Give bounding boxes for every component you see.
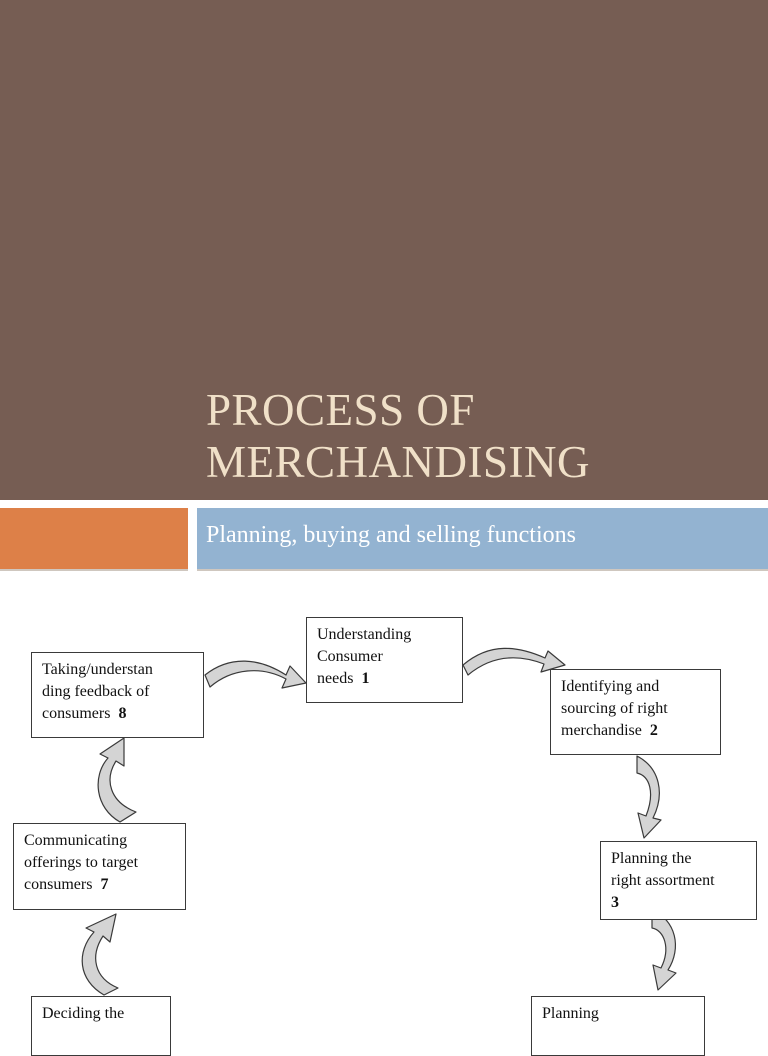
slide-title: PROCESS OF MERCHANDISING [206,384,766,488]
step-1-line-2: Consumer [317,648,383,665]
step-2-line-3: merchandise [561,722,642,739]
step-7-line-2: offerings to target [24,854,139,871]
arrow-2-to-3 [636,755,662,839]
step-8-line-3: consumers [42,705,111,722]
subtitle-bar: Planning, buying and selling functions [197,508,768,571]
step-2-line-2: sourcing of right [561,700,668,717]
title-line-1: PROCESS OF [206,385,475,435]
step-3-number: 3 [611,894,619,911]
step-8-line-1: Taking/understan [42,661,153,678]
step-1-line-1: Understanding [317,626,412,643]
slide-subtitle: Planning, buying and selling functions [206,522,576,548]
title-band: PROCESS OF MERCHANDISING [0,0,768,500]
step-7-number: 7 [100,876,109,893]
step-2-line-1: Identifying and [561,678,660,695]
step-7-line-3: consumers [24,876,93,893]
accent-bar-orange [0,508,188,571]
step-box-8: Taking/understan ding feedback of consum… [31,652,204,738]
arrow-8-to-1 [204,660,307,689]
step-box-2: Identifying and sourcing of right mercha… [550,669,721,755]
step-1-number: 1 [361,670,370,687]
merchandising-cycle-diagram: Understanding Consumer needs 1 Identifyin… [0,580,768,1056]
step-1-line-3: needs [317,670,354,687]
step-8-line-2: ding feedback of [42,683,150,700]
step-8-number: 8 [118,705,127,722]
arrow-3-to-4 [651,909,677,991]
step-2-number: 2 [649,722,658,739]
arrow-1-to-2 [462,647,566,676]
step-5-line-1: Deciding the [42,1005,125,1022]
arrow-5-to-7 [81,913,119,996]
arrow-7-to-8 [97,737,137,823]
step-3-line-2: right assortment [611,872,715,889]
step-box-3: Planning the right assortment 3 [600,841,757,920]
step-box-5: Deciding the [31,996,171,1056]
step-box-7: Communicating offerings to target consum… [13,823,186,910]
cycle-arrows [81,647,677,996]
title-line-2: MERCHANDISING [206,437,591,487]
step-box-4: Planning [531,996,705,1056]
step-3-line-1: Planning the [611,850,692,867]
step-7-line-1: Communicating [24,832,128,849]
step-4-line-1: Planning [542,1005,599,1022]
step-box-1: Understanding Consumer needs 1 [306,617,463,703]
